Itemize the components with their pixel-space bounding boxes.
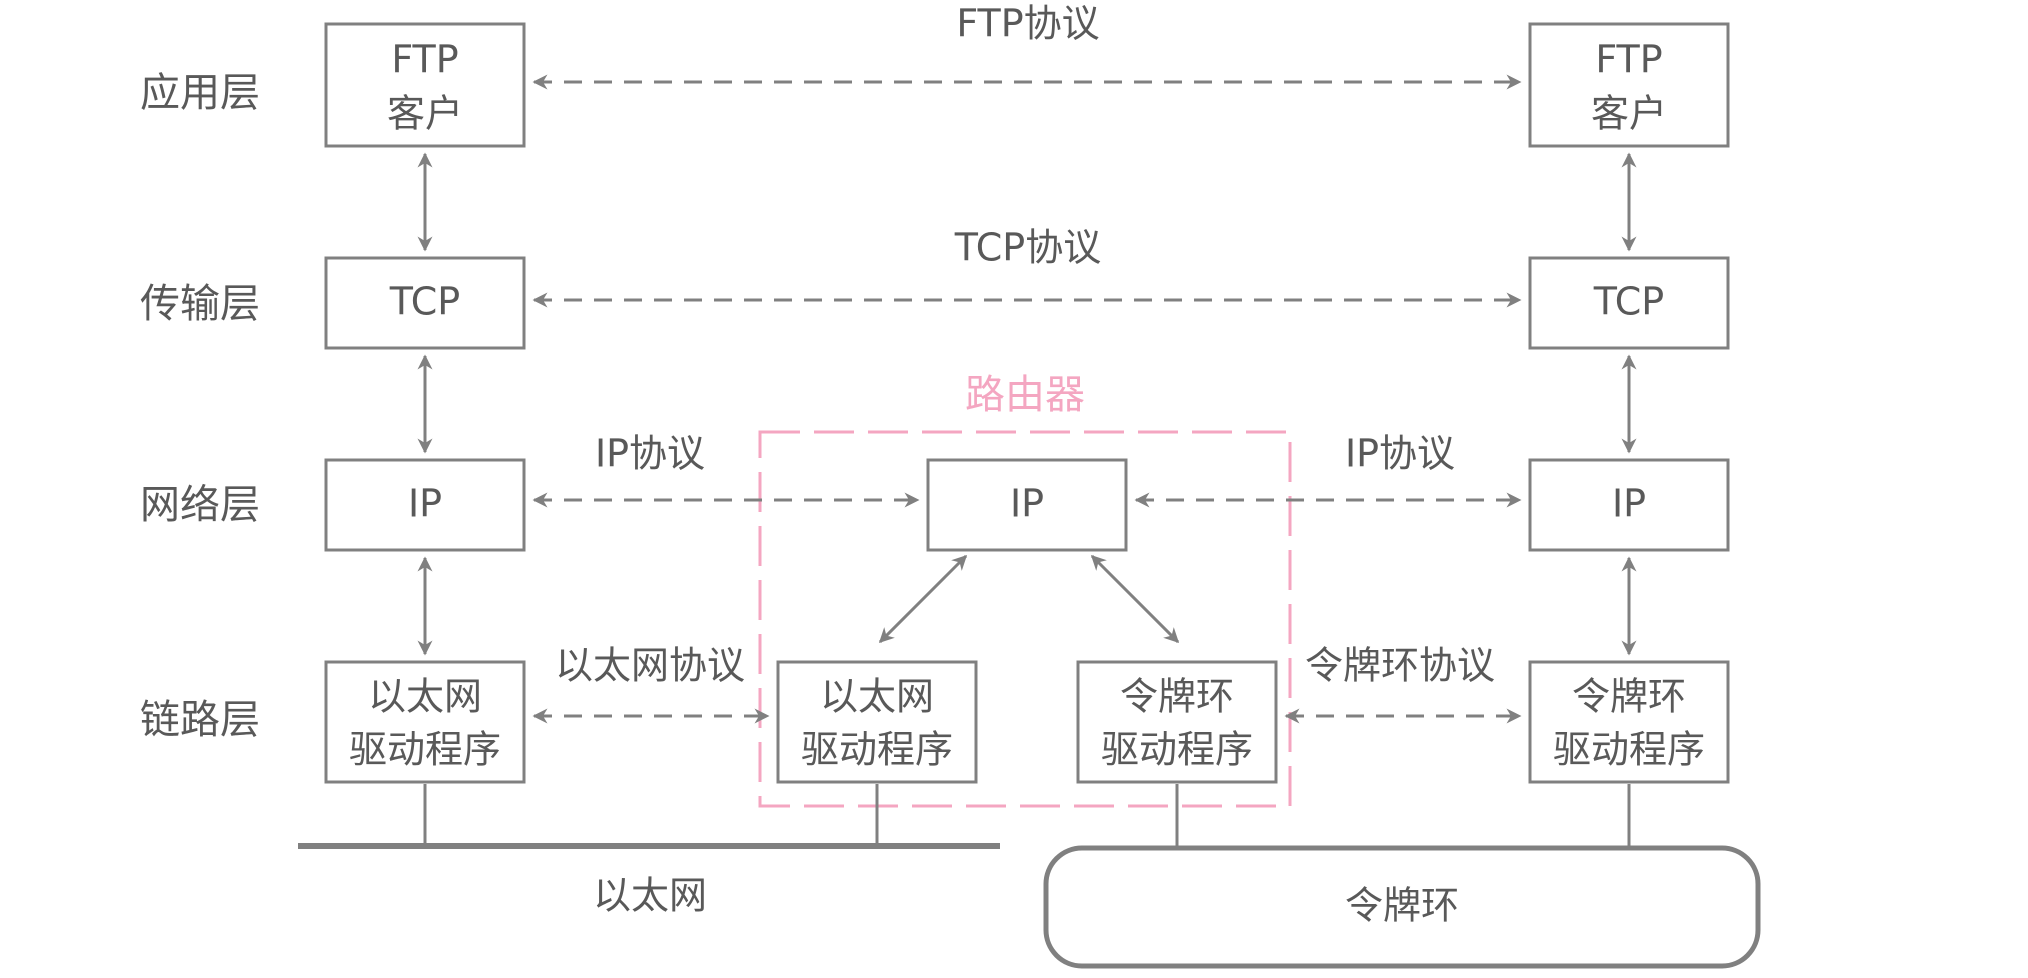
layer-label-network: 网络层 — [140, 482, 260, 528]
ethernet-protocol-label: 以太网协议 — [555, 644, 745, 688]
tcp-right-label: TCP — [1593, 280, 1664, 324]
token-ring-network-label: 令牌环 — [1345, 884, 1459, 928]
ip-right-label: IP — [1612, 482, 1646, 526]
ftp-client-left-line2: 客户 — [387, 92, 463, 136]
token-ring-driver-right-line2: 驱动程序 — [1553, 728, 1705, 772]
token-ring-driver-right-box: 令牌环 驱动程序 — [1528, 660, 1730, 784]
ethernet-driver-left-line2: 驱动程序 — [349, 728, 501, 772]
token-ring-driver-right-line1: 令牌环 — [1572, 675, 1686, 719]
ethernet-driver-left-box: 以太网 驱动程序 — [324, 660, 526, 784]
token-ring-driver-router-box: 令牌环 驱动程序 — [1076, 660, 1278, 784]
ip-left-label: IP — [408, 482, 442, 526]
token-ring-loop — [1043, 845, 1761, 969]
ip-left-box: IP — [324, 458, 526, 552]
layer-label-transport: 传输层 — [140, 281, 260, 327]
ip-router-box: IP — [926, 458, 1128, 552]
ethernet-network-label: 以太网 — [593, 874, 707, 918]
token-ring-protocol-label: 令牌环协议 — [1305, 644, 1495, 688]
ethernet-driver-router-box: 以太网 驱动程序 — [776, 660, 978, 784]
ftp-client-right-line2: 客户 — [1591, 92, 1667, 136]
tcp-right-box: TCP — [1528, 256, 1730, 350]
arrow-router-ip-ethernet — [878, 554, 968, 644]
ftp-protocol-label: FTP协议 — [956, 2, 1099, 46]
ftp-client-right-line1: FTP — [1595, 38, 1662, 82]
tcp-protocol-label: TCP协议 — [954, 226, 1101, 270]
ip-right-box: IP — [1528, 458, 1730, 552]
ip-protocol-right-label: IP协议 — [1345, 432, 1455, 476]
arrow-router-ip-token-ring — [1090, 554, 1180, 644]
token-ring-driver-router-line1: 令牌环 — [1120, 675, 1234, 719]
layer-label-application: 应用层 — [140, 70, 260, 116]
ethernet-driver-left-line1: 以太网 — [368, 675, 482, 719]
tcp-left-box: TCP — [324, 256, 526, 350]
router-label: 路由器 — [965, 372, 1085, 418]
ethernet-driver-router-line1: 以太网 — [820, 675, 934, 719]
ethernet-driver-router-line2: 驱动程序 — [801, 728, 953, 772]
ftp-client-right-box: FTP 客户 — [1528, 22, 1730, 148]
tcp-left-label: TCP — [389, 280, 460, 324]
ftp-client-left-box: FTP 客户 — [324, 22, 526, 148]
ip-protocol-left-label: IP协议 — [595, 432, 705, 476]
ftp-client-left-line1: FTP — [391, 38, 458, 82]
ip-router-label: IP — [1010, 482, 1044, 526]
router-boundary — [758, 430, 1292, 808]
layer-label-link: 链路层 — [140, 697, 260, 743]
token-ring-driver-router-line2: 驱动程序 — [1101, 728, 1253, 772]
